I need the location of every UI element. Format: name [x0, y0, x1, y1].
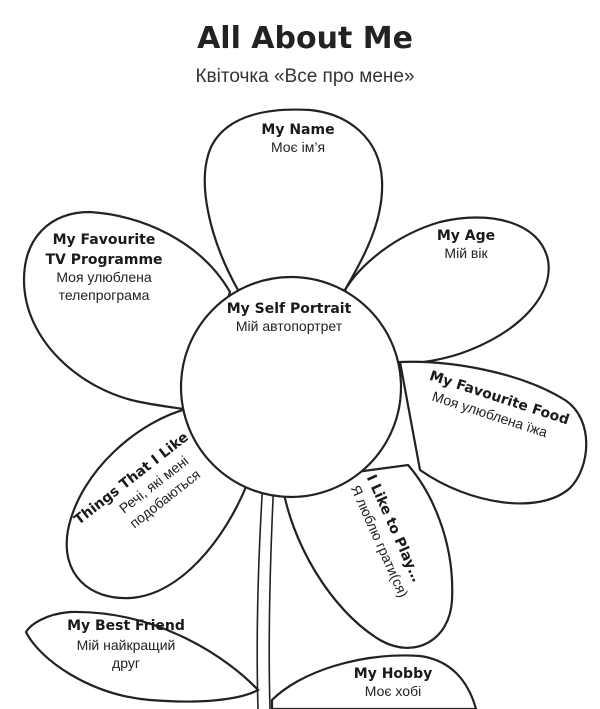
label-tv-ua-line2: телепрограма: [59, 287, 150, 303]
label-my-name: My Name: [261, 122, 334, 138]
label-my-age-ua: Мій вік: [444, 245, 488, 261]
label-best-friend-ua-line1: Мій найкращий: [77, 637, 176, 653]
label-hobby: My Hobby: [354, 666, 432, 682]
label-hobby-ua: Моє хобі: [365, 683, 421, 699]
label-tv-ua-line1: Моя улюблена: [56, 269, 152, 285]
stem: [268, 477, 275, 709]
label-self-portrait-ua: Мій автопортрет: [236, 318, 343, 334]
label-my-name-ua: Моє ім’я: [271, 139, 325, 155]
center-self-portrait[interactable]: [179, 275, 403, 499]
petal-i-like-to-play[interactable]: [280, 463, 454, 649]
petal-my-name[interactable]: [203, 108, 384, 292]
label-best-friend-ua-line2: друг: [112, 655, 140, 671]
label-best-friend: My Best Friend: [67, 618, 185, 634]
stem: [256, 479, 264, 709]
label-tv-line1: My Favourite: [53, 232, 156, 248]
label-my-age: My Age: [437, 228, 495, 244]
label-self-portrait: My Self Portrait: [227, 301, 352, 317]
petal-favourite-food[interactable]: [398, 360, 588, 505]
petal-tv-programme[interactable]: [22, 210, 232, 412]
leaf-hobby[interactable]: [270, 654, 478, 709]
petal-my-age[interactable]: [343, 216, 550, 366]
label-tv-line2: TV Programme: [45, 252, 162, 268]
leaf-best-friend[interactable]: [24, 610, 260, 703]
page-subtitle: Квіточка «Все про мене»: [195, 66, 414, 87]
petal-things-i-like[interactable]: [65, 406, 250, 600]
page-title: All About Me: [197, 21, 413, 56]
